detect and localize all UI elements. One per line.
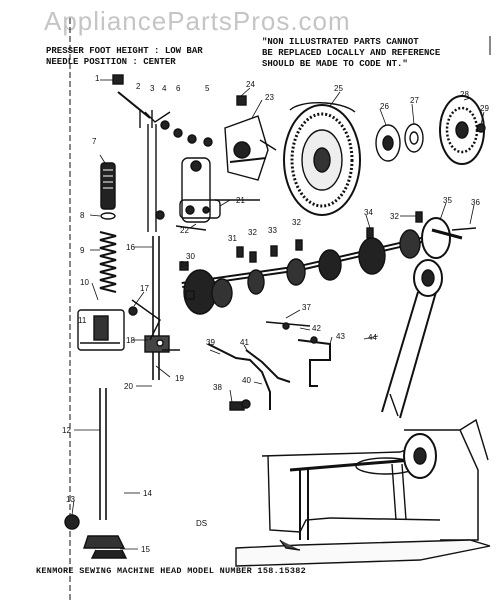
callout-2: 2 <box>136 82 141 91</box>
callout-23: 23 <box>265 93 274 102</box>
callout-18: 18 <box>126 336 135 345</box>
callout-9: 9 <box>80 246 85 255</box>
callout-24: 24 <box>246 80 255 89</box>
callout-5: 5 <box>205 84 210 93</box>
callout-32c: 32 <box>390 212 399 221</box>
callout-31: 31 <box>228 234 237 243</box>
callout-16: 16 <box>126 243 135 252</box>
connecting-rod <box>381 259 443 419</box>
callout-24b: 24 <box>180 260 189 269</box>
callout-20: 20 <box>124 382 133 391</box>
callout-42: 42 <box>312 324 321 333</box>
callout-32b: 32 <box>292 218 301 227</box>
callout-21: 21 <box>236 196 245 205</box>
callout-12: 12 <box>62 426 71 435</box>
leader-lines <box>71 79 485 550</box>
thread-tension-unit <box>224 115 277 181</box>
needle-bar <box>152 236 160 380</box>
callout-41: 41 <box>240 338 249 347</box>
callout-6: 6 <box>176 84 181 93</box>
callout-39: 39 <box>206 338 215 347</box>
presser-foot <box>83 535 126 549</box>
callout-19: 19 <box>175 374 184 383</box>
callout-11: 11 <box>78 316 87 325</box>
machine-head-outline <box>235 418 491 567</box>
callout-30: 30 <box>186 252 195 261</box>
drawing-code: DS <box>196 519 208 528</box>
callout-13: 13 <box>66 495 75 504</box>
callout-44: 44 <box>368 333 377 342</box>
callout-22: 22 <box>180 226 189 235</box>
diagram-footer: KENMORE SEWING MACHINE HEAD MODEL NUMBER… <box>36 566 307 576</box>
needle-bar-assembly <box>117 91 180 380</box>
header-left: PRESSER FOOT HEIGHT : LOW BAR NEEDLE POS… <box>46 46 203 68</box>
callout-10: 10 <box>80 278 89 287</box>
non-illustrated-note-3: SHOULD BE MADE TO CODE NT." <box>262 59 408 69</box>
callout-36: 36 <box>471 198 480 207</box>
header-right: "NON ILLUSTRATED PARTS CANNOT BE REPLACE… <box>262 37 440 70</box>
watermark: AppliancePartsPros.com <box>44 6 351 36</box>
callout-15: 15 <box>141 545 150 554</box>
callout-38: 38 <box>213 383 222 392</box>
callout-40: 40 <box>242 376 251 385</box>
callout-34: 34 <box>364 208 373 217</box>
callout-26: 26 <box>380 102 389 111</box>
callout-7: 7 <box>92 137 97 146</box>
clutch-assembly <box>439 95 486 165</box>
callout-1: 1 <box>95 74 100 83</box>
callout-14: 14 <box>143 489 152 498</box>
callout-25: 25 <box>334 84 343 93</box>
callout-27: 27 <box>410 96 419 105</box>
callout-43: 43 <box>336 332 345 341</box>
presser-bar <box>99 388 107 520</box>
handwheel <box>283 102 361 216</box>
callout-4: 4 <box>162 84 167 93</box>
callout-28: 28 <box>460 90 469 99</box>
take-up-lever <box>175 157 260 231</box>
callout-33: 33 <box>268 226 277 235</box>
callout-17: 17 <box>140 284 149 293</box>
feed-linkage <box>207 321 331 411</box>
callout-35: 35 <box>443 196 452 205</box>
callout-3: 3 <box>150 84 155 93</box>
presser-bar-assembly <box>64 162 128 559</box>
presser-foot-note: PRESSER FOOT HEIGHT : LOW BAR <box>46 46 203 56</box>
callout-29: 29 <box>480 104 489 113</box>
presser-spring <box>99 231 117 293</box>
callout-37: 37 <box>302 303 311 312</box>
small-screws <box>112 74 247 147</box>
bushing-parts <box>375 123 424 162</box>
needle-position-note: NEEDLE POSITION : CENTER <box>46 57 176 67</box>
non-illustrated-note-2: BE REPLACED LOCALLY AND REFERENCE <box>262 48 441 58</box>
callout-32a: 32 <box>248 228 257 237</box>
callout-8: 8 <box>80 211 85 220</box>
non-illustrated-note-1: "NON ILLUSTRATED PARTS CANNOT <box>262 37 419 47</box>
